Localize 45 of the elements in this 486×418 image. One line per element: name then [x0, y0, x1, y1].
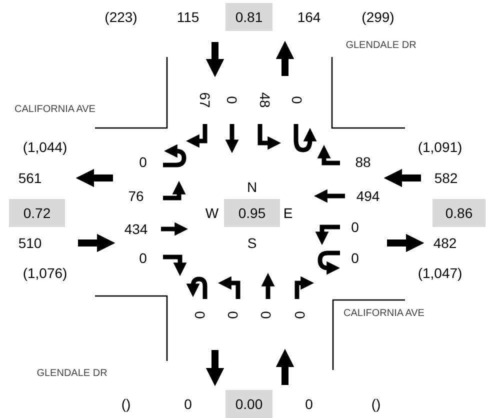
- factor-box: 0.00: [226, 390, 272, 418]
- volume-label: 0: [139, 251, 147, 265]
- volume-label: 0: [293, 311, 307, 319]
- volume-label: (223): [104, 10, 138, 24]
- volume-label: 164: [297, 10, 321, 24]
- factor-box: 0.95: [224, 199, 280, 227]
- volume-label: (1,044): [22, 140, 68, 154]
- compass-letter: N: [246, 180, 258, 194]
- volume-label: 0: [226, 311, 240, 319]
- compass-letter: S: [247, 236, 257, 250]
- volume-label: 0: [193, 311, 207, 319]
- volume-label: 482: [433, 236, 457, 250]
- compass-letter: E: [283, 206, 293, 220]
- volume-label: 0: [305, 397, 313, 411]
- volume-label: 0: [351, 251, 359, 265]
- volume-label: (1,047): [418, 266, 462, 280]
- factor-box: 0.81: [226, 3, 272, 31]
- volume-label: (): [121, 397, 131, 411]
- factor-box: 0.86: [432, 199, 486, 227]
- volume-label: 88: [355, 155, 371, 169]
- factor-box: 0.72: [9, 199, 65, 227]
- volume-label: 0: [184, 397, 192, 411]
- volume-label: (1,076): [22, 266, 68, 280]
- street-label: CALIFORNIA AVE: [344, 309, 424, 319]
- volume-label: 67: [198, 92, 212, 108]
- volume-label: 582: [434, 171, 458, 185]
- street-label: CALIFORNIA AVE: [14, 105, 96, 115]
- volume-label: (1,091): [418, 140, 462, 154]
- volume-label: (): [371, 397, 381, 411]
- volume-label: 510: [18, 236, 42, 250]
- volume-label: 0: [290, 96, 304, 104]
- volume-label: 76: [128, 189, 144, 203]
- street-label: GLENDALE DR: [36, 369, 108, 379]
- volume-label: 494: [356, 189, 380, 203]
- volume-label: 115: [176, 10, 200, 24]
- volume-label: (299): [362, 10, 394, 24]
- volume-label: 48: [258, 92, 272, 108]
- street-label: GLENDALE DR: [346, 41, 416, 51]
- volume-label: 561: [18, 171, 42, 185]
- volume-label: 0: [259, 311, 273, 319]
- volume-label: 434: [124, 222, 148, 236]
- volume-label: 0: [139, 155, 147, 169]
- volume-label: 0: [351, 220, 359, 234]
- compass-letter: W: [205, 206, 219, 220]
- volume-label: 0: [225, 96, 239, 104]
